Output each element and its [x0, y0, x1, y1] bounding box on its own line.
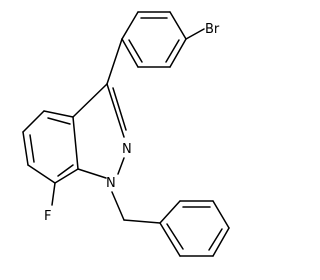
bond [27, 164, 56, 184]
double-bond-inner [47, 117, 71, 125]
nitrogen-1-label: N [106, 176, 116, 191]
bond [159, 222, 181, 257]
double-bond-inner [165, 39, 180, 63]
bond-c3-n2 [106, 83, 125, 138]
bond-n1-c7a [77, 168, 107, 179]
bond [43, 110, 74, 118]
bond-aryl-c3 [106, 38, 123, 85]
bond [212, 200, 230, 229]
bond [121, 11, 139, 40]
bromine-label: Br [205, 22, 220, 37]
bond-ch2-phenyl [123, 219, 161, 224]
bond-n1-ch2 [111, 191, 125, 221]
bond [121, 38, 139, 68]
bond [22, 110, 45, 133]
bond [72, 116, 79, 170]
bond-c-f [51, 182, 56, 206]
double-bond-inner [128, 39, 143, 63]
benzo-ring [22, 110, 79, 184]
double-bond-inner [166, 223, 184, 250]
bond-c3-c3a [72, 83, 108, 118]
pyrazole-ring [72, 83, 127, 179]
double-bond-inner [112, 87, 127, 131]
fluorine-label: F [44, 209, 51, 224]
bromophenyl-ring [121, 11, 187, 68]
bond-n2-n1 [117, 157, 125, 175]
nitrogen-2-label: N [122, 142, 132, 157]
bond [22, 131, 29, 166]
bond [159, 200, 181, 224]
double-bond-inner [57, 164, 74, 177]
bond [212, 227, 230, 257]
molecule-drawing: Br F N N [22, 11, 230, 257]
bond-c-br [185, 28, 205, 40]
double-bond-inner [29, 134, 35, 163]
benzyl-phenyl-ring [159, 200, 230, 257]
structure-diagram: Br F N N [22, 11, 230, 257]
bond [54, 168, 79, 184]
bond [169, 38, 187, 68]
bond [169, 11, 187, 40]
double-bond-inner [208, 228, 223, 251]
